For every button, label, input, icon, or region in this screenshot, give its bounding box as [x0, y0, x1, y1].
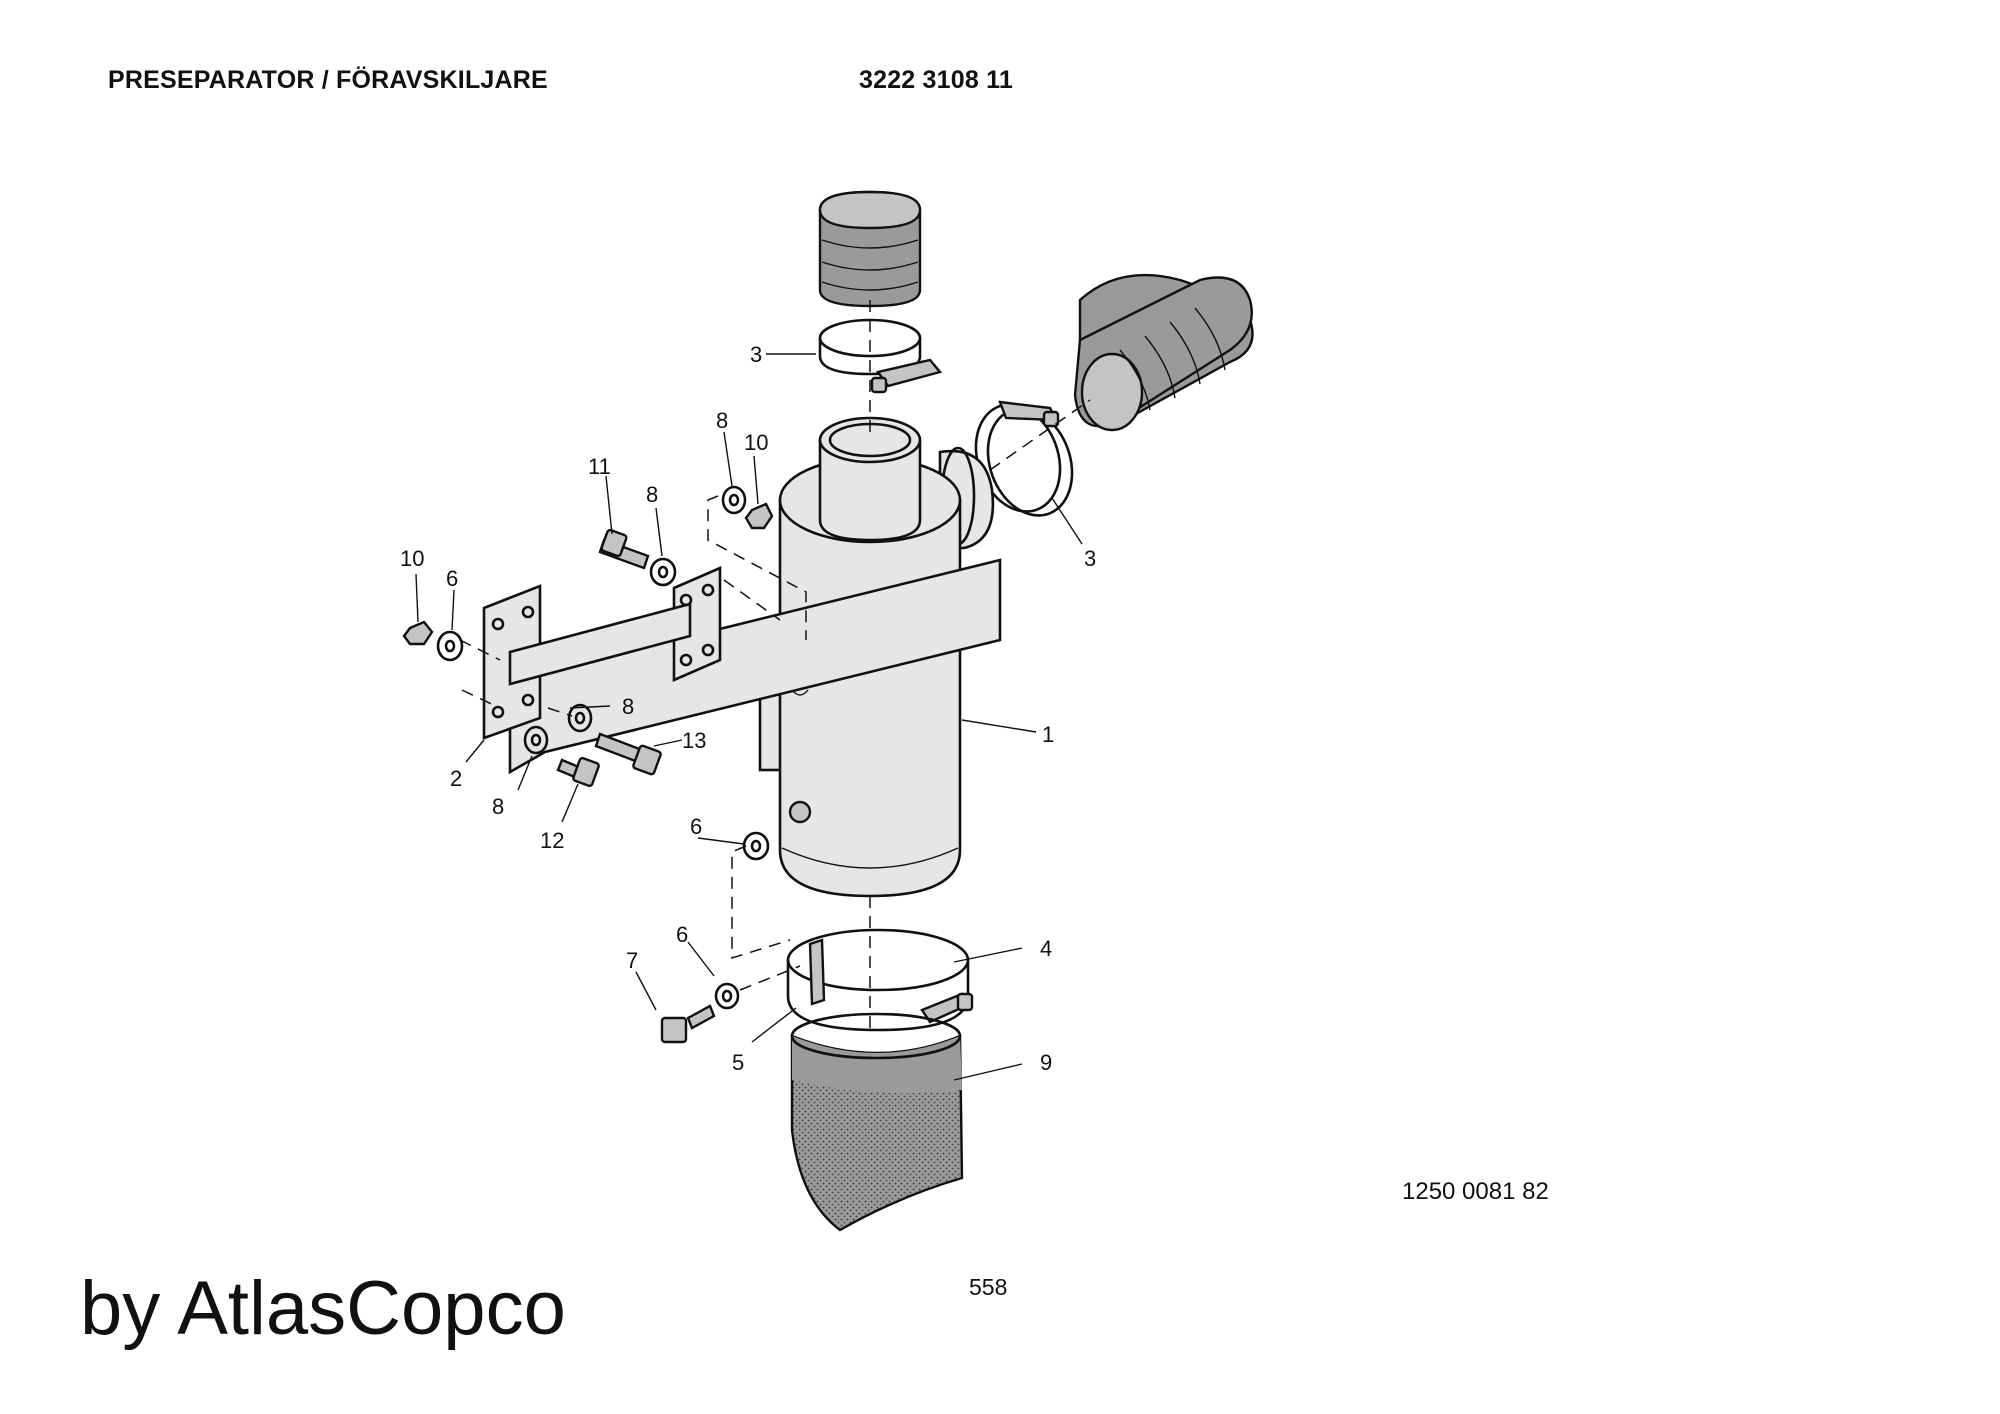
- callout-9: 9: [1040, 1050, 1052, 1075]
- page-number: 558: [969, 1274, 1008, 1300]
- leader-lines: [415, 353, 1083, 1081]
- callout-labels: 1 2 3 3 4 5 6 6 6 7 8 8 8 8 9 10 10 11 1…: [400, 342, 1096, 1075]
- callout-6-body: 6: [690, 814, 702, 839]
- callout-12: 12: [540, 828, 564, 853]
- callout-6-left: 6: [446, 566, 458, 591]
- brand-watermark: by AtlasCopco: [80, 1266, 566, 1351]
- side-inlet-hose: [1073, 273, 1254, 432]
- fasteners: [402, 485, 774, 1044]
- callout-11: 11: [588, 454, 611, 479]
- callout-4: 4: [1040, 936, 1052, 961]
- callout-2: 2: [450, 766, 462, 791]
- callout-3-side: 3: [1084, 546, 1096, 571]
- callout-8-upper: 8: [646, 482, 658, 507]
- callout-8-lower: 8: [492, 794, 504, 819]
- drawing-number: 1250 0081 82: [1402, 1178, 1549, 1205]
- callout-1: 1: [1042, 722, 1054, 747]
- callout-13: 13: [682, 728, 706, 753]
- mounting-bracket: [482, 558, 1002, 775]
- callout-10-top: 10: [744, 430, 768, 455]
- callout-10-left: 10: [400, 546, 424, 571]
- callout-8-top: 8: [716, 408, 728, 433]
- part-number: 3222 3108 11: [859, 66, 1013, 94]
- callout-8-mid: 8: [622, 694, 634, 719]
- clamp-top: [818, 318, 943, 394]
- callout-6-lower: 6: [676, 922, 688, 947]
- top-inlet-hose: [818, 190, 922, 308]
- outlet-hose: [790, 1012, 964, 1232]
- callout-7: 7: [626, 948, 638, 973]
- clamp-side: [974, 400, 1074, 517]
- callout-5: 5: [732, 1050, 744, 1075]
- assembly-lines: [459, 300, 1091, 1036]
- callout-3-top: 3: [750, 342, 762, 367]
- page-title: PRESEPARATOR / FÖRAVSKILJARE: [108, 66, 548, 94]
